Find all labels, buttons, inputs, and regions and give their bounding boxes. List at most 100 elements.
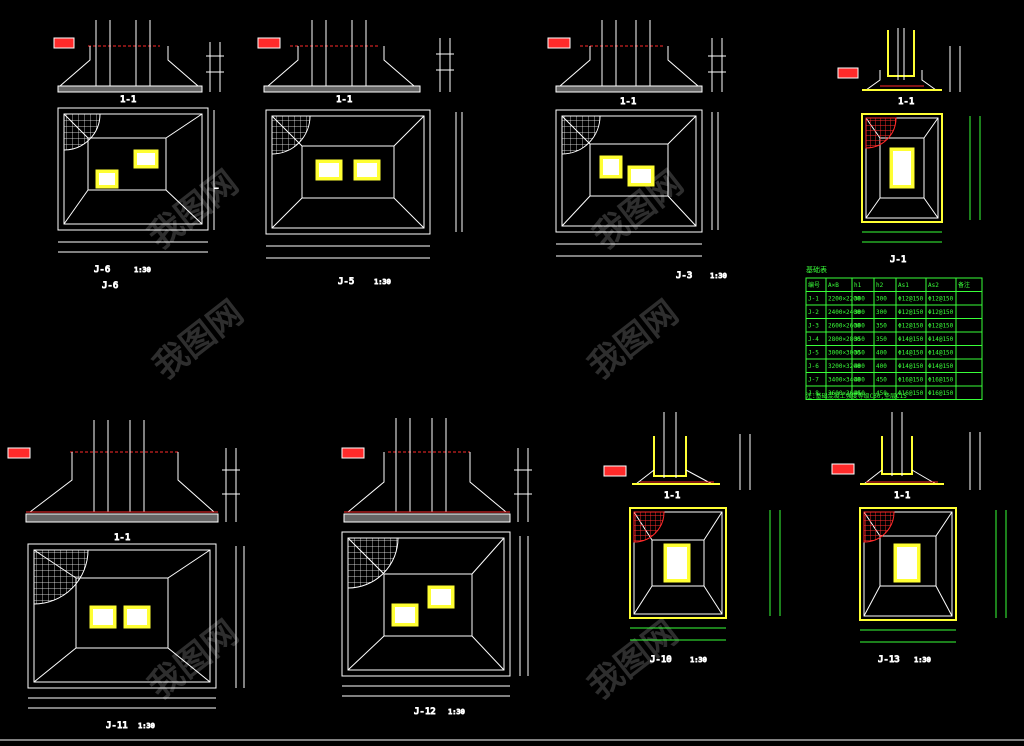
section-label: 1-1 bbox=[114, 533, 130, 543]
plan-view: J-1 bbox=[861, 113, 981, 266]
plan-label: J-1 bbox=[890, 255, 906, 265]
plan-label: J-5 bbox=[338, 277, 354, 287]
table-cell: 300 bbox=[854, 296, 865, 303]
plan-view: J-5 1:30 bbox=[265, 109, 463, 288]
plan-label: J-6 bbox=[94, 265, 110, 275]
table-header-cell: h2 bbox=[876, 282, 884, 289]
section-view: 1-1 bbox=[837, 28, 961, 108]
plan-view: J-12 1:30 bbox=[341, 531, 529, 718]
table-cell: 300 bbox=[876, 309, 887, 316]
rebar-tag bbox=[547, 37, 571, 49]
table-cell: 2200×2200 bbox=[828, 296, 861, 303]
plan-label: J-13 bbox=[878, 655, 900, 665]
detail-j12: J-12 1:30 bbox=[341, 418, 532, 718]
table-cell: 350 bbox=[854, 336, 865, 343]
scale-label: 1:30 bbox=[914, 656, 931, 664]
rebar-tag bbox=[53, 37, 75, 49]
table-cell: J-5 bbox=[808, 350, 819, 357]
rebar-tag bbox=[837, 67, 859, 79]
table-header-cell: 编号 bbox=[808, 281, 820, 289]
detail-j13: 1-1 J-13 1:30 bbox=[831, 412, 1007, 666]
rebar-tag bbox=[7, 447, 31, 459]
table-cell: 400 bbox=[876, 350, 887, 357]
plan-view: J-13 1:30 bbox=[859, 507, 1007, 666]
detail-j6: 1-1 — J-6 1:30 J-6 bbox=[53, 20, 224, 292]
table-cell: 2400×2400 bbox=[828, 309, 861, 316]
detail-j11: 1-1 J-11 1:30 bbox=[7, 420, 245, 732]
plan-view: J-3 1:30 bbox=[555, 109, 727, 282]
scale-label: 1:30 bbox=[134, 266, 151, 274]
table-cell: J-2 bbox=[808, 309, 819, 316]
rebar-tag bbox=[257, 37, 281, 49]
scale-label: 1:30 bbox=[710, 272, 727, 280]
table-cell: 3200×3200 bbox=[828, 363, 861, 370]
table-cell: 450 bbox=[876, 390, 887, 397]
table-cell: J-8 bbox=[808, 390, 819, 397]
rebar-tag bbox=[603, 465, 627, 477]
section-label: 1-1 bbox=[120, 95, 136, 105]
table-cell: Φ12@150 bbox=[898, 323, 924, 330]
scale-label: 1:30 bbox=[374, 278, 391, 286]
table-cell: 3000×3000 bbox=[828, 350, 861, 357]
table-cell: 400 bbox=[854, 363, 865, 370]
detail-j10: 1-1 J-10 1:30 bbox=[603, 412, 781, 666]
section-label: 1-1 bbox=[898, 97, 914, 107]
plan-label: J-11 bbox=[106, 721, 128, 731]
scale-label: 1:30 bbox=[448, 708, 465, 716]
table-cell: Φ14@150 bbox=[898, 350, 924, 357]
plan-view: J-11 1:30 bbox=[27, 543, 245, 732]
table-cell: Φ12@150 bbox=[898, 309, 924, 316]
scale-label: 1:30 bbox=[690, 656, 707, 664]
rebar-tag bbox=[341, 447, 365, 459]
table-header-cell: A×B bbox=[828, 282, 839, 289]
table-cell: 400 bbox=[854, 377, 865, 384]
svg-text:—: — bbox=[214, 184, 219, 192]
table-cell: 2600×2600 bbox=[828, 323, 861, 330]
scale-label: 1:30 bbox=[138, 722, 155, 730]
table-cell: 2800×2800 bbox=[828, 336, 861, 343]
table-cell: Φ12@150 bbox=[928, 309, 954, 316]
detail-j1: 1-1 J-1 bbox=[837, 28, 981, 266]
table-cell: Φ14@150 bbox=[928, 336, 954, 343]
table-cell: 450 bbox=[876, 377, 887, 384]
table-cell: 350 bbox=[854, 350, 865, 357]
section-view: 1-1 bbox=[53, 20, 224, 106]
section-view: 1-1 bbox=[547, 20, 726, 108]
table-cell: J-7 bbox=[808, 377, 819, 384]
section-label: 1-1 bbox=[664, 491, 680, 501]
table-cell: J-1 bbox=[808, 296, 819, 303]
table-cell: 350 bbox=[876, 336, 887, 343]
section-label: 1-1 bbox=[620, 97, 636, 107]
section-view bbox=[341, 418, 532, 523]
table-cell: 350 bbox=[876, 323, 887, 330]
table-cell: 450 bbox=[854, 390, 865, 397]
table-cell: 300 bbox=[876, 296, 887, 303]
table-cell: Φ16@150 bbox=[928, 377, 954, 384]
plan-label: J-12 bbox=[414, 707, 436, 717]
table-cell: Φ12@150 bbox=[898, 296, 924, 303]
table-cell: 300 bbox=[854, 323, 865, 330]
table-cell: Φ12@150 bbox=[928, 296, 954, 303]
table-cell: Φ14@150 bbox=[898, 336, 924, 343]
table-header-cell: h1 bbox=[854, 282, 862, 289]
table-cell: Φ16@150 bbox=[898, 377, 924, 384]
section-view: 1-1 bbox=[257, 20, 454, 106]
table-cell: J-6 bbox=[808, 363, 819, 370]
plan-view: J-10 1:30 bbox=[629, 507, 781, 666]
table-cell: 3600×3600 bbox=[828, 390, 861, 397]
table-cell: J-3 bbox=[808, 323, 819, 330]
plan-label-secondary: J-6 bbox=[102, 281, 118, 291]
table-note: 注:基础混凝土强度等级C30,垫层C15 bbox=[806, 392, 907, 400]
detail-j3: 1-1 J-3 1:30 bbox=[547, 20, 727, 282]
table-cell: J-4 bbox=[808, 336, 819, 343]
plan-label: J-10 bbox=[650, 655, 672, 665]
table-cell: Φ14@150 bbox=[928, 363, 954, 370]
plan-label: J-3 bbox=[676, 271, 692, 281]
section-view: 1-1 bbox=[603, 412, 751, 502]
table-header-cell: As2 bbox=[928, 282, 939, 289]
table-header-cell: 备注 bbox=[958, 281, 970, 289]
table-cell: Φ16@150 bbox=[898, 390, 924, 397]
table-cell: 400 bbox=[876, 363, 887, 370]
